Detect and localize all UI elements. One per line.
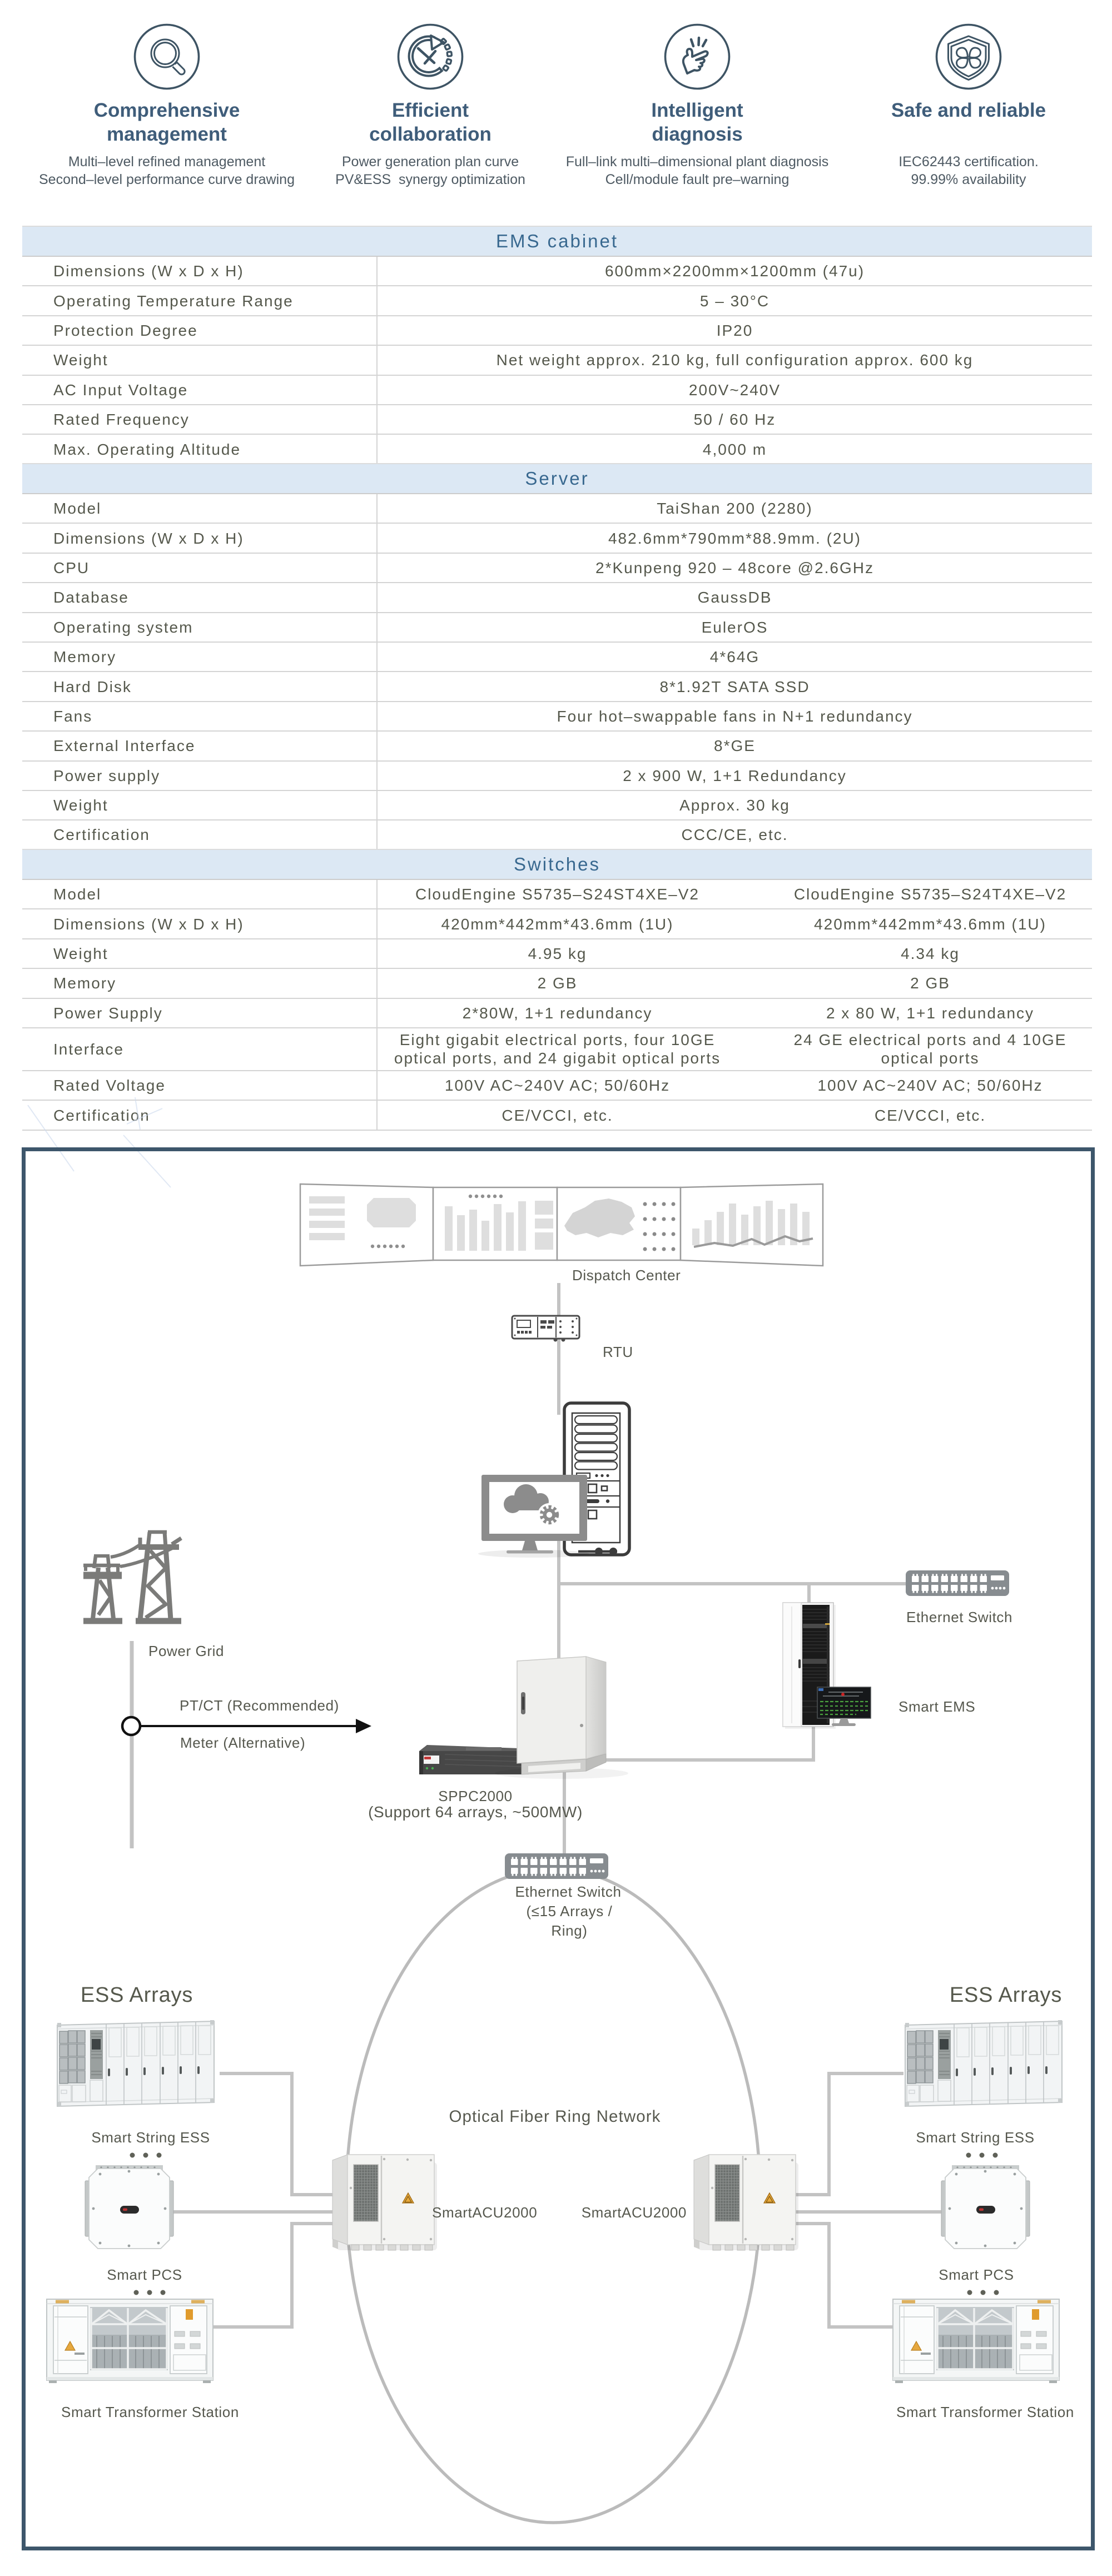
svg-text:Smart String ESS: Smart String ESS [91, 2129, 210, 2146]
svg-text:ESS Arrays: ESS Arrays [81, 1983, 193, 2007]
svg-text:SPPC2000: SPPC2000 [438, 1788, 512, 1804]
svg-text:Ring): Ring) [551, 1922, 587, 1939]
svg-text:PT/CT (Recommended): PT/CT (Recommended) [180, 1697, 339, 1714]
svg-text:Smart Transformer Station: Smart Transformer Station [61, 2404, 239, 2420]
svg-text:ESS Arrays: ESS Arrays [950, 1983, 1062, 2007]
svg-text:Optical Fiber Ring Network: Optical Fiber Ring Network [449, 2107, 661, 2126]
svg-text:RTU: RTU [603, 1344, 633, 1360]
svg-text:Smart String ESS: Smart String ESS [916, 2129, 1034, 2146]
svg-text:(≤15 Arrays /: (≤15 Arrays / [526, 1903, 612, 1919]
svg-text:Smart PCS: Smart PCS [939, 2266, 1014, 2283]
svg-text:Smart EMS: Smart EMS [898, 1698, 975, 1715]
svg-text:Power Grid: Power Grid [148, 1643, 224, 1659]
svg-text:Meter (Alternative): Meter (Alternative) [180, 1734, 305, 1751]
svg-text:SmartACU2000: SmartACU2000 [432, 2204, 537, 2221]
svg-text:Smart Transformer Station: Smart Transformer Station [896, 2404, 1074, 2420]
svg-text:SmartACU2000: SmartACU2000 [582, 2204, 687, 2221]
svg-text:Ethernet Switch: Ethernet Switch [515, 1883, 621, 1900]
svg-text:Ethernet Switch: Ethernet Switch [906, 1609, 1012, 1625]
svg-text:Dispatch Center: Dispatch Center [572, 1267, 681, 1284]
svg-text:(Support 64 arrays, ~500MW): (Support 64 arrays, ~500MW) [368, 1803, 583, 1821]
svg-text:Smart PCS: Smart PCS [107, 2266, 182, 2283]
